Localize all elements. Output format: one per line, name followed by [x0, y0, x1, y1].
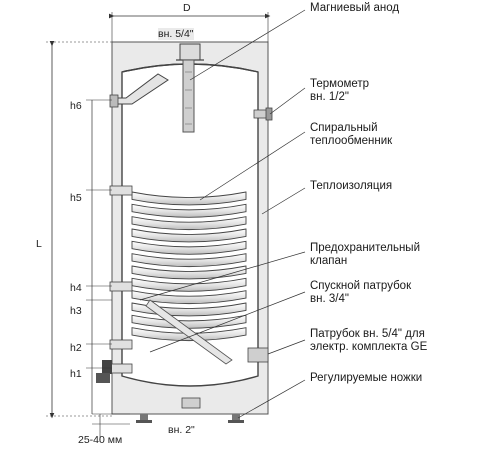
leader-lines [139, 9, 306, 419]
callout-line: Патрубок вн. 5/4" для [310, 328, 425, 340]
callout-line: Спускной патрубок [310, 280, 412, 292]
callout-line: Магниевый анод [310, 2, 400, 14]
feet-height-label: 25-40 мм [78, 434, 123, 446]
callout-line: Регулируемые ножки [310, 372, 423, 384]
top-connection-label: вн. 5/4" [158, 28, 194, 40]
callout-line: вн. 3/4" [310, 293, 349, 305]
adjustable-feet [136, 414, 244, 423]
callout-ge-connection: Патрубок вн. 5/4" для электр. комплекта … [310, 328, 427, 354]
callout-line: Предохранительный [310, 242, 420, 254]
hot-outlet-pipe [109, 73, 169, 108]
coil-turn [131, 290, 247, 305]
coil-turn [131, 253, 247, 268]
callout-thermometer: Термометр вн. 1/2" [310, 78, 369, 104]
dimension-d [108, 12, 271, 42]
top-connection [176, 43, 204, 61]
magnesium-anode [182, 59, 195, 133]
dimension-l [46, 40, 112, 419]
callout-safety-valve: Предохранительный клапан [310, 242, 420, 268]
callout-line: электр. комплекта GE [310, 341, 428, 353]
dim-h4-label: h4 [70, 282, 82, 294]
coil-turn [131, 203, 247, 218]
dim-h2-label: h2 [70, 342, 82, 354]
callout-line: клапан [310, 255, 348, 267]
callout-magnesium-anode: Магниевый анод [310, 2, 399, 15]
callout-adjustable-feet: Регулируемые ножки [310, 372, 422, 385]
dim-l-label: L [36, 238, 42, 250]
drain-pipe [145, 299, 233, 365]
callout-line: Спиральный [310, 122, 378, 134]
thermometer-sleeve [253, 107, 273, 121]
dim-h5-label: h5 [70, 192, 82, 204]
safety-valve [96, 360, 112, 383]
callout-insulation: Теплоизоляция [310, 180, 392, 193]
coil-turn [131, 228, 247, 243]
bottom-connection-label: вн. 2" [168, 424, 195, 436]
dim-h3-label: h3 [70, 305, 82, 317]
coil-turn [131, 265, 247, 280]
callout-spiral-exchanger: Спиральный теплообменник [310, 122, 392, 148]
bottom-connection [181, 397, 201, 409]
coil-turn [131, 191, 247, 206]
dim-h1-label: h1 [70, 368, 82, 380]
coil-turn [131, 216, 247, 231]
callout-line: Теплоизоляция [310, 180, 393, 192]
callout-line: теплообменник [310, 135, 393, 147]
height-dimensions [86, 99, 130, 442]
dim-h6-label: h6 [70, 100, 82, 112]
coil-turn [131, 277, 247, 292]
callout-drain: Спускной патрубок вн. 3/4" [310, 280, 411, 306]
callout-line: Термометр [310, 78, 370, 90]
coil-turn [131, 240, 247, 255]
dim-d-label: D [183, 2, 191, 14]
ge-connection [247, 347, 269, 363]
callout-line: вн. 1/2" [310, 91, 349, 103]
